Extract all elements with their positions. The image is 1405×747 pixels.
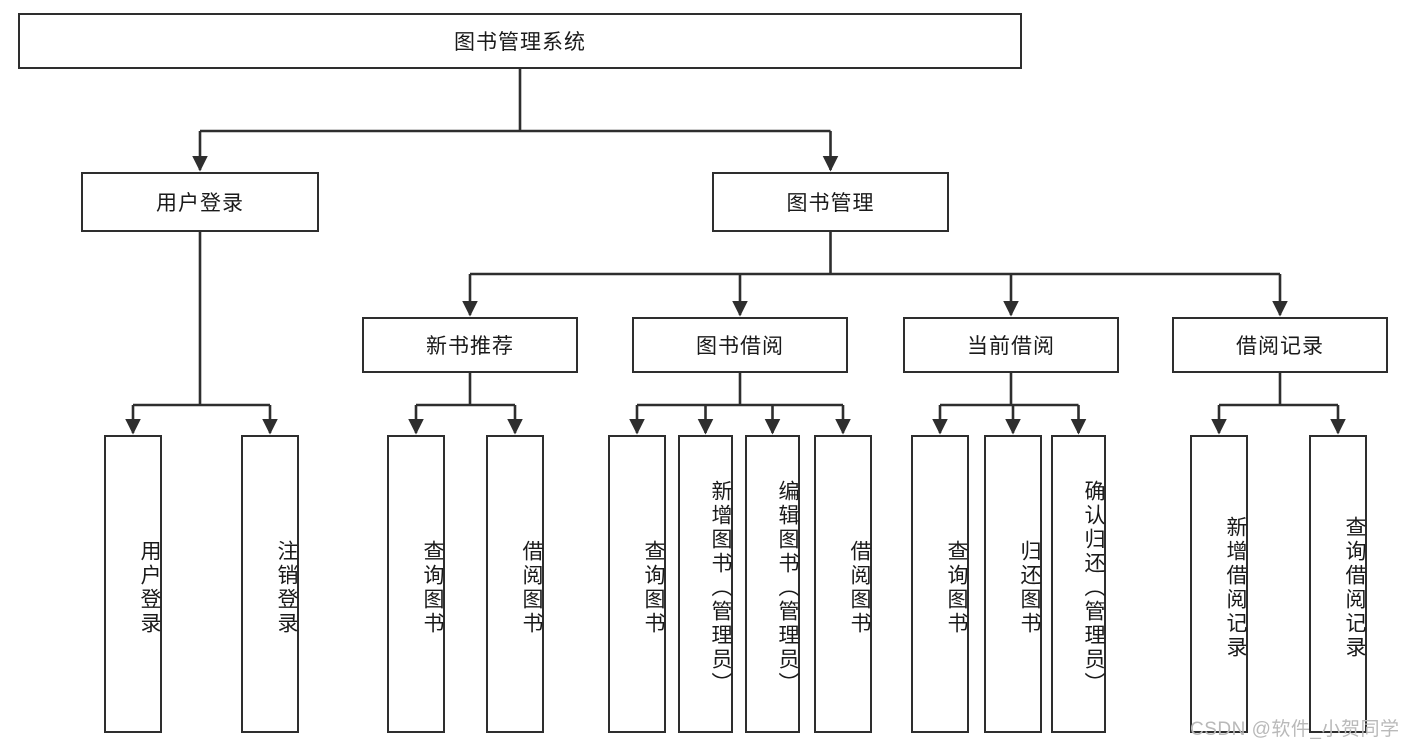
node-label: 用户登录 [138,540,161,636]
node-label: 确认归还（管理员） [1082,480,1105,696]
node-leaf-query-book-current[interactable]: 查询图书 [911,435,969,733]
node-leaf-query-book-rec[interactable]: 查询图书 [387,435,445,733]
node-label: 用户登录 [156,192,244,215]
node-leaf-borrow-book-rec[interactable]: 借阅图书 [486,435,544,733]
node-borrow-record[interactable]: 借阅记录 [1172,317,1388,373]
node-leaf-logout-login[interactable]: 注销登录 [241,435,299,733]
node-label: 查询图书 [421,540,444,636]
node-label: 归还图书 [1018,540,1041,636]
node-label: 注销登录 [275,540,298,636]
node-label: 图书管理 [786,192,875,215]
node-leaf-add-book-admin[interactable]: 新增图书（管理员） [678,435,733,733]
node-root[interactable]: 图书管理系统 [18,13,1022,69]
node-leaf-user-login[interactable]: 用户登录 [104,435,162,733]
node-label: 图书管理系统 [454,31,586,54]
node-leaf-add-borrow-record[interactable]: 新增借阅记录 [1190,435,1248,733]
node-leaf-query-book-borrow[interactable]: 查询图书 [608,435,666,733]
node-label: 新书推荐 [426,335,514,358]
node-leaf-return-book[interactable]: 归还图书 [984,435,1042,733]
node-label: 查询借阅记录 [1343,516,1366,660]
node-book-borrow[interactable]: 图书借阅 [632,317,848,373]
node-current-borrow[interactable]: 当前借阅 [903,317,1119,373]
node-leaf-borrow-book[interactable]: 借阅图书 [814,435,872,733]
node-user-login[interactable]: 用户登录 [81,172,319,232]
node-label: 编辑图书（管理员） [776,480,799,696]
csdn-watermark: CSDN @软件_小贺同学 [1190,719,1400,740]
node-label: 借阅图书 [520,540,543,636]
node-leaf-confirm-return-admin[interactable]: 确认归还（管理员） [1051,435,1106,733]
node-label: 查询图书 [642,540,665,636]
node-new-book-recommend[interactable]: 新书推荐 [362,317,578,373]
node-label: 图书借阅 [696,335,784,358]
node-label: 借阅图书 [848,540,871,636]
node-label: 借阅记录 [1236,335,1324,358]
node-label: 当前借阅 [967,335,1055,358]
node-label: 新增借阅记录 [1224,516,1247,660]
node-leaf-query-borrow-record[interactable]: 查询借阅记录 [1309,435,1367,733]
node-book-manage[interactable]: 图书管理 [712,172,949,232]
node-label: 查询图书 [945,540,968,636]
node-leaf-edit-book-admin[interactable]: 编辑图书（管理员） [745,435,800,733]
node-label: 新增图书（管理员） [709,480,732,696]
